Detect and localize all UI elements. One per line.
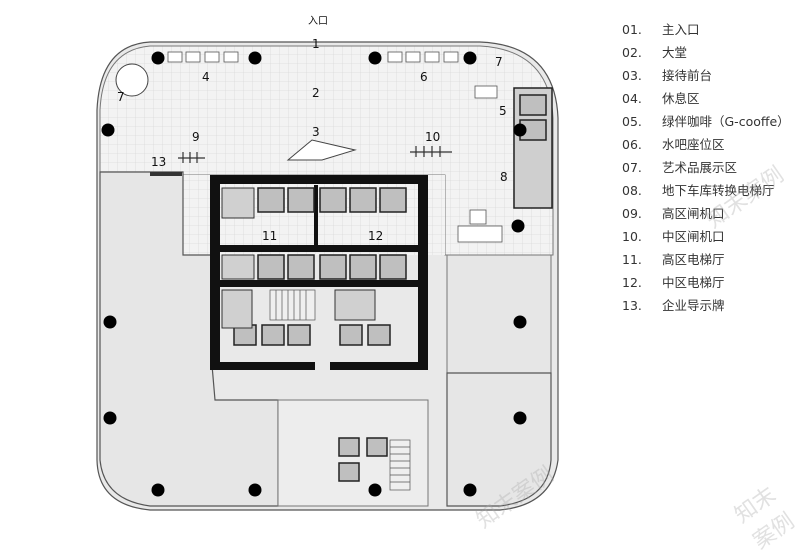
label-7a: 7 [117,90,125,104]
art-display [115,63,149,97]
legend-item: 11. 高区电梯厅 [622,248,790,271]
legend-num: 04. [622,91,642,106]
legend-item: 13. 企业导示牌 [622,294,790,317]
legend-label: 休息区 [662,91,700,106]
legend-label: 地下车库转换电梯厅 [662,183,775,198]
label-5: 5 [499,104,507,118]
label-12: 12 [368,229,383,243]
stairs [269,289,411,491]
legend-num: 10. [622,229,642,244]
core-walls [210,175,428,370]
plan-labels: 入口 1 2 3 4 5 6 7 7 8 9 10 11 12 13 [117,16,508,243]
label-8: 8 [500,170,508,184]
label-9: 9 [192,130,200,144]
columns [101,51,527,497]
legend-item: 08. 地下车库转换电梯厅 [622,179,790,202]
legend-label: 绿伴咖啡（G-cooffe） [662,114,790,129]
legend-item: 04. 休息区 [622,87,790,110]
floor-plan: 入口 1 2 3 4 5 6 7 7 8 9 10 11 12 13 [96,16,559,511]
label-11: 11 [262,229,277,243]
legend-num: 03. [622,68,642,83]
legend-label: 高区电梯厅 [662,252,725,267]
legend-num: 07. [622,160,642,175]
legend-label: 高区闸机口 [662,206,725,221]
legend-num: 06. [622,137,642,152]
legend-item: 05. 绿伴咖啡（G-cooffe） [622,110,790,133]
legend-item: 07. 艺术品展示区 [622,156,790,179]
label-6: 6 [420,70,428,84]
label-4: 4 [202,70,210,84]
legend-item: 09. 高区闸机口 [622,202,790,225]
reception-desk [286,139,357,161]
legend-num: 09. [622,206,642,221]
legend-num: 08. [622,183,642,198]
legend-num: 05. [622,114,642,129]
label-1: 1 [312,37,320,51]
legend-num: 13. [622,298,642,313]
entrance-text: 入口 [308,16,328,27]
legend-label: 大堂 [662,45,688,60]
legend-label: 中区闸机口 [662,229,725,244]
label-7b: 7 [495,55,503,69]
label-10: 10 [425,130,440,144]
legend-item: 01. 主入口 [622,18,790,41]
service-rooms [221,187,376,329]
legend-item: 03. 接待前台 [622,64,790,87]
legend-num: 11. [622,252,642,267]
legend-item: 12. 中区电梯厅 [622,271,790,294]
legend-label: 主入口 [662,22,700,37]
legend-label: 接待前台 [662,68,713,83]
legend-label: 艺术品展示区 [662,160,738,175]
legend-label: 中区电梯厅 [662,275,725,290]
office-right [446,254,552,374]
office-bottom-right [446,372,552,507]
legend-item: 02. 大堂 [622,41,790,64]
label-13: 13 [151,155,166,169]
signage-board [150,172,182,176]
legend-item: 06. 水吧座位区 [622,133,790,156]
label-2: 2 [312,86,320,100]
lounge-furniture [167,51,503,243]
legend-label: 水吧座位区 [662,137,725,152]
legend: 01. 主入口 02. 大堂 03. 接待前台 04. 休息区 05. 绿伴咖啡（G-co… [622,18,790,317]
legend-label: 企业导示牌 [662,298,725,313]
label-3: 3 [312,125,320,139]
legend-item: 10. 中区闸机口 [622,225,790,248]
elevator-cars [233,154,547,482]
legend-num: 02. [622,45,642,60]
cafe-block [513,87,553,209]
legend-num: 12. [622,275,642,290]
legend-num: 01. [622,22,642,37]
turnstiles [178,146,452,163]
